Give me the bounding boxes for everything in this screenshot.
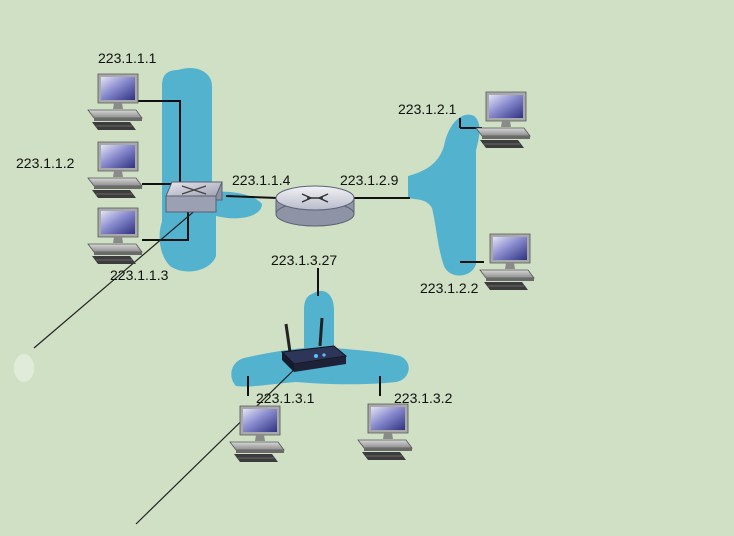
link-switch-router — [225, 195, 279, 199]
host-label-h3: 223.1.1.3 — [110, 267, 169, 283]
desktop-computer-icon-h3 — [87, 207, 143, 265]
ethernet-switch-icon — [165, 181, 223, 214]
page-smudge — [14, 354, 34, 382]
desktop-computer-icon-h6 — [229, 405, 285, 463]
router-interface-label-1: 223.1.1.4 — [232, 172, 291, 188]
desktop-computer-icon-h4 — [475, 91, 531, 149]
desktop-computer-icon-h2 — [87, 141, 143, 199]
subnet-1-blob — [159, 67, 262, 272]
links — [137, 100, 484, 396]
desktop-computer-icon-h7 — [357, 403, 413, 461]
subnet-2-blob — [408, 114, 480, 276]
link-h3-switch — [142, 210, 189, 241]
wireless-access-point-icon — [280, 317, 348, 372]
host-label-h6: 223.1.3.1 — [256, 390, 315, 406]
host-label-h4: 223.1.2.1 — [398, 101, 457, 117]
router-interface-label-3: 223.1.3.27 — [271, 252, 337, 268]
link-h1-switch — [137, 100, 181, 182]
router-icon — [275, 185, 355, 227]
host-label-h2: 223.1.1.2 — [16, 155, 75, 171]
router-interface-label-2: 223.1.2.9 — [340, 172, 399, 188]
desktop-computer-icon-h1 — [87, 73, 143, 131]
desktop-computer-icon-h5 — [479, 233, 535, 291]
host-label-h5: 223.1.2.2 — [420, 280, 479, 296]
host-label-h1: 223.1.1.1 — [98, 50, 157, 66]
callout-line-switch — [33, 207, 199, 349]
callout-line-access-point — [135, 359, 305, 525]
host-label-h7: 223.1.3.2 — [394, 390, 453, 406]
